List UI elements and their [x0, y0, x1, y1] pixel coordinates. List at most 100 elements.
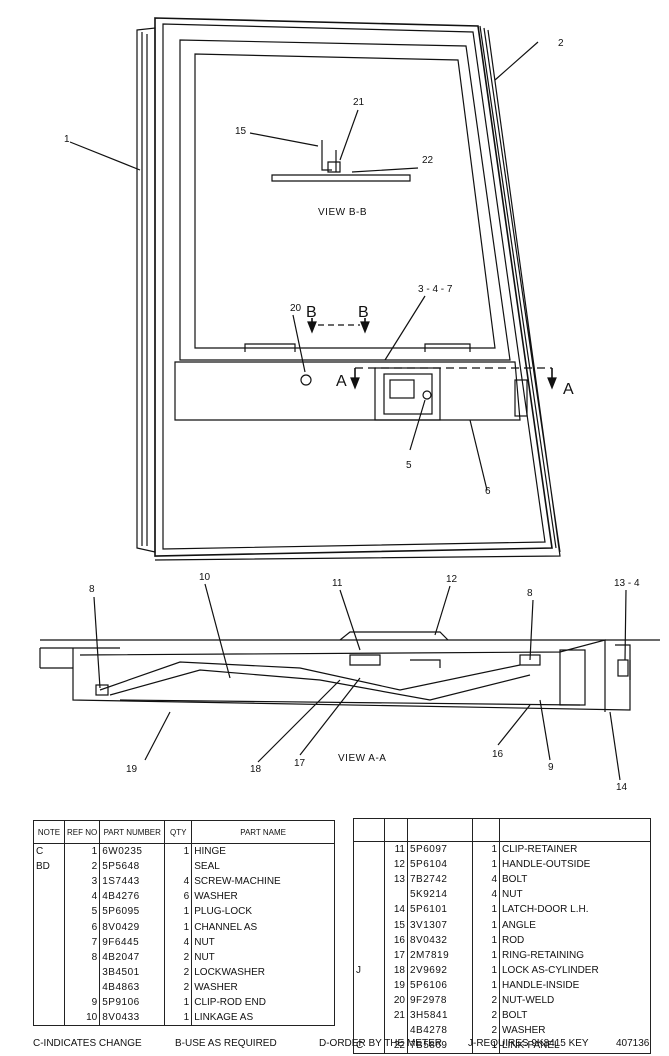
- cell-qty: 2: [164, 964, 193, 980]
- cell-note: [353, 902, 385, 918]
- callout-17: 17: [294, 758, 306, 769]
- view-aa-label: VIEW A-A: [338, 753, 386, 764]
- section-a-right: A: [563, 381, 574, 398]
- page-id: 407136: [616, 1038, 650, 1049]
- cell-qty: 1: [164, 843, 193, 860]
- header-part-name: PART NAME: [191, 820, 335, 844]
- cell-name: CLIP-ROD END: [191, 994, 335, 1011]
- cell-name: CHANNEL AS: [191, 919, 335, 935]
- cell-ref: 21: [384, 1008, 408, 1024]
- cell-pn: 3V1307: [407, 917, 473, 933]
- cell-name: ANGLE: [499, 917, 651, 933]
- cell-ref: [384, 1023, 408, 1039]
- cell-qty: 1: [472, 962, 500, 978]
- callout-5: 5: [406, 460, 412, 471]
- cell-qty: 1: [164, 1010, 193, 1027]
- legend: C-INDICATES CHANGE B-USE AS REQUIRED D-O…: [33, 1038, 663, 1052]
- cell-name: ROD: [499, 932, 651, 948]
- cell-qty: 2: [472, 1008, 500, 1024]
- cell-ref: 12: [384, 857, 408, 873]
- section-a-left: A: [336, 373, 347, 390]
- cell-note: [33, 994, 65, 1011]
- cell-qty: 4: [164, 874, 193, 890]
- header-part-number: PART NUMBER: [99, 820, 166, 844]
- callout-2: 2: [558, 38, 564, 49]
- cell-qty: 1: [164, 994, 193, 1011]
- cell-note: J: [353, 962, 385, 978]
- door-seal: [154, 25, 561, 561]
- callout-10: 10: [199, 572, 211, 583]
- cell-qty: 4: [472, 887, 500, 903]
- cell-name: LINKAGE AS: [191, 1010, 335, 1027]
- cell-name: HANDLE-OUTSIDE: [499, 857, 651, 873]
- cell-pn: 5P9106: [99, 994, 166, 1011]
- cell-qty: 2: [472, 992, 500, 1009]
- cell-note: [353, 841, 385, 858]
- cell-note: [353, 872, 385, 888]
- callout-6: 6: [485, 486, 491, 497]
- callout-13-4: 13 - 4: [614, 578, 640, 589]
- cell-name: NUT-WELD: [499, 992, 651, 1009]
- cell-pn: 5K9214: [407, 887, 473, 903]
- cell-note: [353, 917, 385, 933]
- cell-note: [353, 1008, 385, 1024]
- cell-ref: 4: [63, 889, 101, 905]
- cell-qty: 2: [164, 979, 193, 995]
- cell-pn: 8V0432: [407, 932, 473, 948]
- plug-lock: [300, 374, 312, 386]
- cell-note: [353, 947, 385, 963]
- cell-pn: 3H5841: [407, 1008, 473, 1024]
- cell-pn: 5P6101: [407, 902, 473, 918]
- cell-name: LATCH-DOOR L.H.: [499, 902, 651, 918]
- cell-pn: 4B2047: [99, 949, 166, 965]
- view-bb-detail: [271, 140, 411, 182]
- window-glass: [179, 39, 511, 361]
- cell-ref: 11: [384, 841, 408, 858]
- callout-1: 1: [64, 134, 70, 145]
- callout-12: 12: [446, 574, 458, 585]
- cell-name: NUT: [499, 887, 651, 903]
- cell-ref: 2: [63, 859, 101, 875]
- cell-note: [33, 904, 65, 920]
- cell-pn: 6W0235: [99, 843, 166, 860]
- cell-pn: 7B2742: [407, 872, 473, 888]
- cell-name: BOLT: [499, 872, 651, 888]
- cell-ref: 9: [63, 994, 101, 1011]
- legend-j: J-REQUIRES 9K8415 KEY: [468, 1038, 589, 1049]
- cell-pn: 1S7443: [99, 874, 166, 890]
- cell-name: RING-RETAINING: [499, 947, 651, 963]
- cell-note: [353, 932, 385, 948]
- cell-pn: 5P6106: [407, 977, 473, 993]
- cell-note: BD: [33, 859, 65, 875]
- cell-qty: 1: [472, 947, 500, 963]
- cell-name: WASHER: [499, 1023, 651, 1039]
- cell-pn: 8V0429: [99, 919, 166, 935]
- cell-note: [353, 857, 385, 873]
- callout-18: 18: [250, 764, 262, 775]
- cell-ref: 1: [63, 843, 101, 860]
- cell-ref: [384, 887, 408, 903]
- cell-ref: 20: [384, 992, 408, 1009]
- cell-note: [33, 874, 65, 890]
- cell-name: LOCKWASHER: [191, 964, 335, 980]
- cell-name: BOLT: [499, 1008, 651, 1024]
- callout-9: 9: [548, 762, 554, 773]
- cell-qty: 1: [472, 841, 500, 858]
